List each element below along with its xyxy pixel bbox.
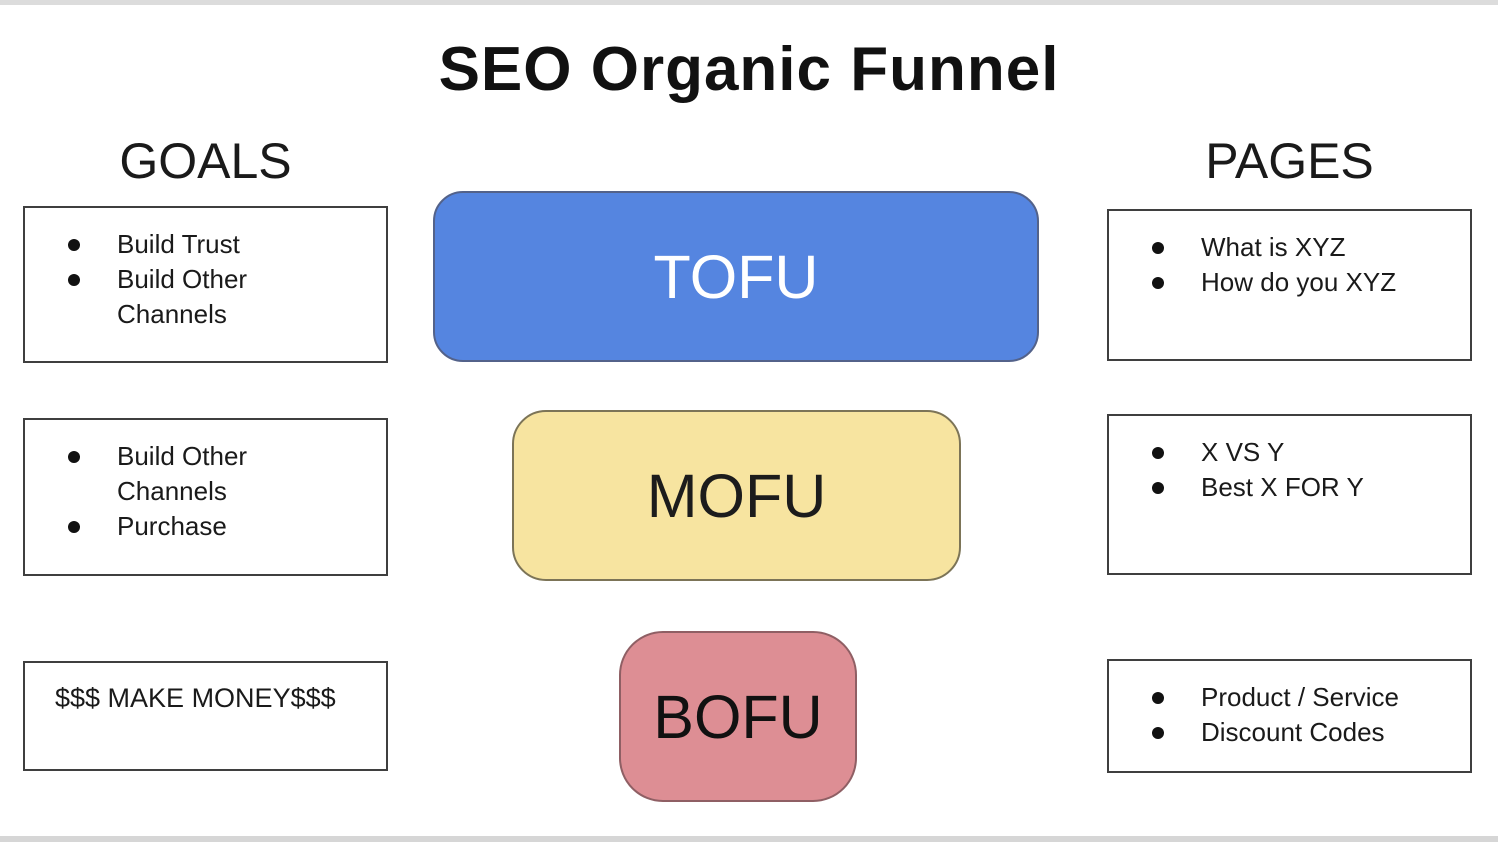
- funnel-stage-label: TOFU: [653, 242, 819, 311]
- list-item: Product / Service: [1109, 680, 1434, 715]
- goals-box-tofu: Build Trust Build Other Channels: [23, 206, 388, 363]
- list-item: X VS Y: [1109, 435, 1434, 470]
- list-item-text: Build Other Channels: [117, 264, 248, 329]
- list-item-text: Best X FOR Y: [1201, 472, 1364, 502]
- goals-header: GOALS: [119, 133, 292, 189]
- list-item-text: Build Other Channels: [117, 441, 248, 506]
- list-item-text: X VS Y: [1201, 437, 1285, 467]
- goals-box-bofu: $$$ MAKE MONEY$$$: [23, 661, 388, 771]
- list-item: Discount Codes: [1109, 715, 1434, 750]
- list-item: Build Other Channels: [25, 262, 350, 332]
- list-item: How do you XYZ: [1109, 265, 1434, 300]
- bottom-edge-bar: [0, 836, 1498, 842]
- pages-box-mofu: X VS Y Best X FOR Y: [1107, 414, 1472, 575]
- list-item-text: Discount Codes: [1201, 717, 1385, 747]
- funnel-stage-label: MOFU: [646, 461, 827, 530]
- pages-box-tofu-list: What is XYZ How do you XYZ: [1109, 211, 1470, 300]
- list-item: What is XYZ: [1109, 230, 1434, 265]
- goals-box-mofu: Build Other Channels Purchase: [23, 418, 388, 576]
- pages-box-mofu-list: X VS Y Best X FOR Y: [1109, 416, 1470, 505]
- pages-box-tofu: What is XYZ How do you XYZ: [1107, 209, 1472, 361]
- pages-box-bofu: Product / Service Discount Codes: [1107, 659, 1472, 773]
- list-item-text: What is XYZ: [1201, 232, 1346, 262]
- make-money-text: $$$ MAKE MONEY$$$: [55, 683, 336, 713]
- list-item-text: Build Trust: [117, 229, 240, 259]
- list-item: Build Trust: [25, 227, 350, 262]
- list-item: Best X FOR Y: [1109, 470, 1434, 505]
- list-item-text: Purchase: [117, 511, 227, 541]
- funnel-stage-bofu: BOFU: [619, 631, 857, 802]
- funnel-stage-label: BOFU: [653, 682, 823, 751]
- top-edge-bar: [0, 0, 1498, 5]
- pages-header: PAGES: [1205, 133, 1374, 189]
- list-item: Purchase: [25, 509, 350, 544]
- list-item-text: Product / Service: [1201, 682, 1399, 712]
- funnel-stage-mofu: MOFU: [512, 410, 961, 581]
- pages-box-bofu-list: Product / Service Discount Codes: [1109, 661, 1470, 750]
- list-item-text: How do you XYZ: [1201, 267, 1397, 297]
- page-title: SEO Organic Funnel: [438, 35, 1060, 104]
- funnel-stage-tofu: TOFU: [433, 191, 1039, 362]
- goals-box-mofu-list: Build Other Channels Purchase: [25, 420, 386, 544]
- list-item: Build Other Channels: [25, 439, 350, 509]
- goals-box-tofu-list: Build Trust Build Other Channels: [25, 208, 386, 332]
